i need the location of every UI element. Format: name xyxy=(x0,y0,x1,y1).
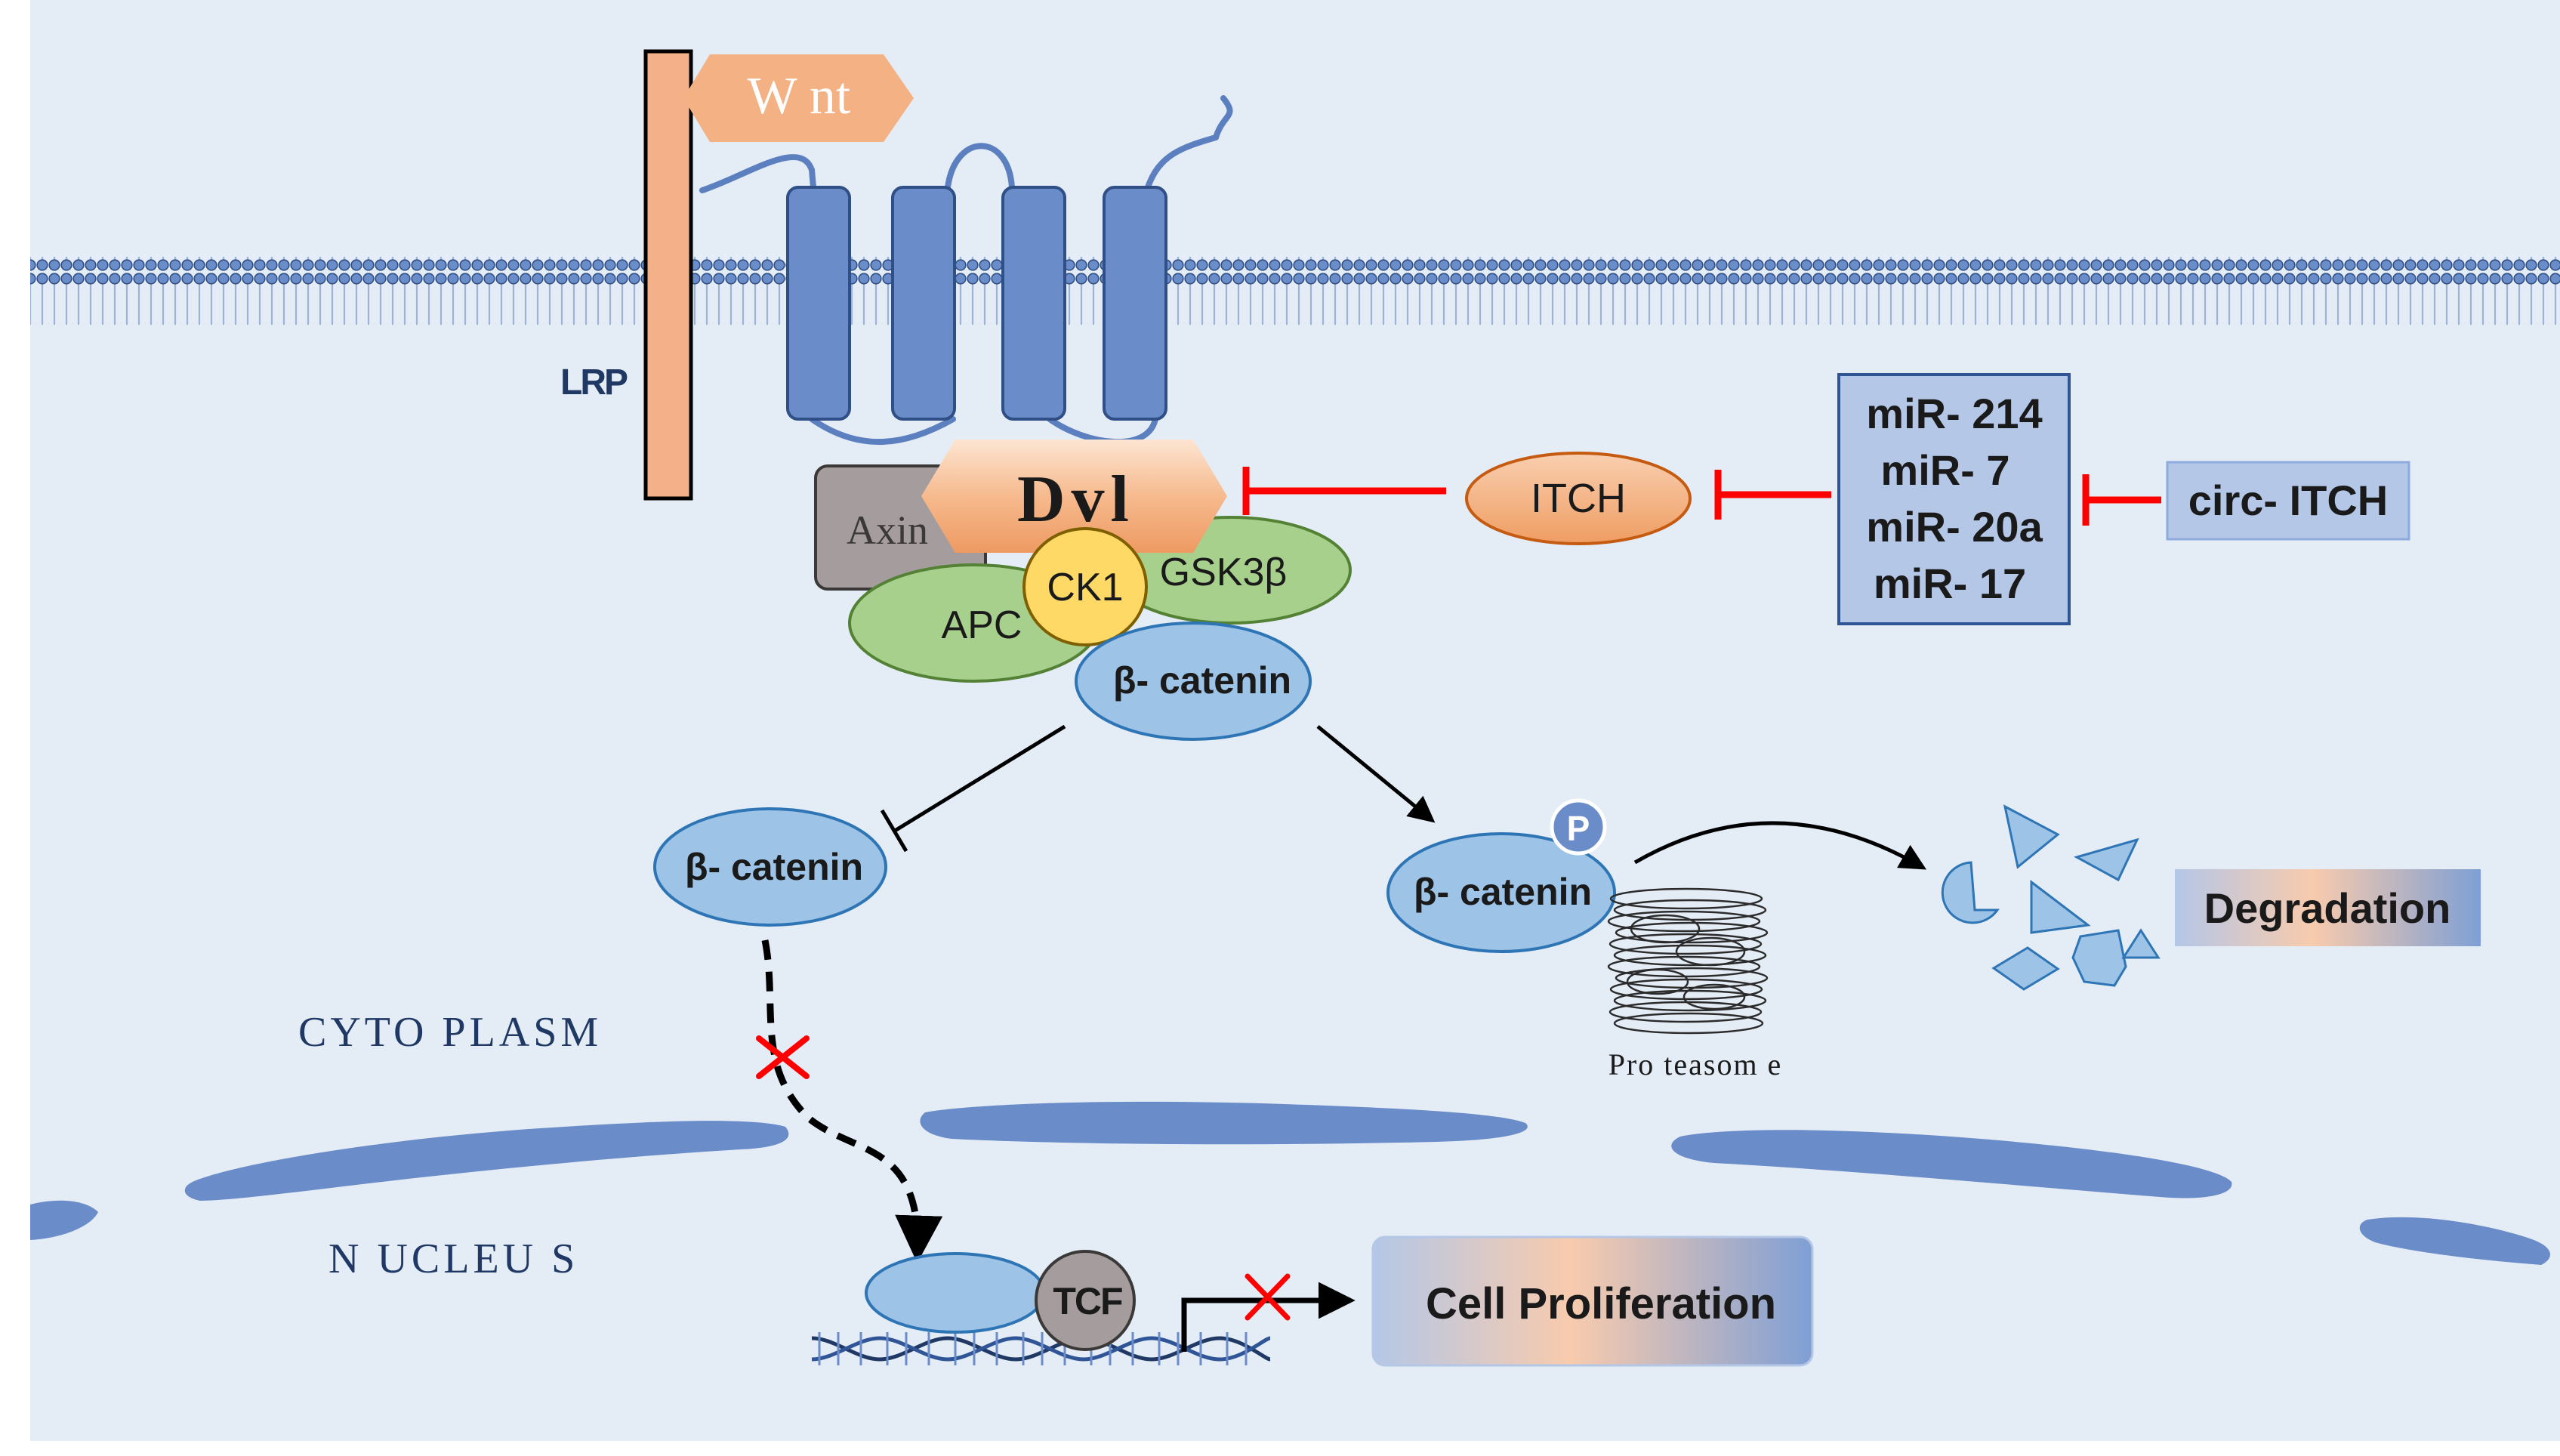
lrp-receptor xyxy=(643,49,693,501)
dna-helix xyxy=(811,1332,1271,1365)
wnt-label: W nt xyxy=(748,67,851,125)
nuclear-envelope xyxy=(30,1101,2550,1265)
cell-proliferation-box xyxy=(1371,1235,1814,1367)
proteasome-label: Pro teasom e xyxy=(1608,1047,1783,1081)
beta-catenin-free-label: β- catenin xyxy=(685,846,863,888)
itch-protein xyxy=(1465,452,1692,545)
circ-itch-label: circ- ITCH xyxy=(2188,477,2389,524)
arrow-to-degradation xyxy=(1633,821,1927,870)
degradation-label: Degradation xyxy=(2204,884,2451,932)
mirna-label-2: miR- 7 xyxy=(1880,446,2009,494)
apc-label: APC xyxy=(942,603,1022,647)
tcf-label: TCF xyxy=(1053,1280,1122,1322)
itch-label: ITCH xyxy=(1531,476,1626,521)
beta-catenin-phospho-label: β- catenin xyxy=(1414,871,1592,913)
phosphate-label: P xyxy=(1567,809,1590,848)
cytoplasm-label: CYTO PLASM xyxy=(298,1009,602,1056)
mirna-box xyxy=(1837,373,2071,625)
beta-catenin-phospho xyxy=(1386,832,1616,953)
frizzled-helices xyxy=(786,186,1167,421)
dvl-protein xyxy=(921,440,1227,553)
block-x-translocation xyxy=(756,1035,810,1079)
mirna-label-1: miR- 214 xyxy=(1866,390,2042,437)
beta-catenin-complex-label: β- catenin xyxy=(1113,659,1291,702)
cell-proliferation-label: Cell Proliferation xyxy=(1426,1279,1776,1328)
phosphate-badge xyxy=(1550,798,1607,856)
blocked-nuclear-translocation xyxy=(761,939,943,1263)
ck1-protein xyxy=(1022,527,1148,646)
circ-itch-box xyxy=(2166,461,2410,541)
mirna-label-3: miR- 20a xyxy=(1866,503,2043,551)
axin-label: Axin xyxy=(847,507,928,553)
cell-membrane xyxy=(30,257,2560,325)
degraded-fragments xyxy=(1941,804,2161,991)
inhibition-complex-to-free-catenin xyxy=(880,724,1066,853)
cell-background xyxy=(30,0,2560,1441)
block-x-transcription xyxy=(1245,1273,1291,1321)
ck1-label: CK1 xyxy=(1047,566,1123,609)
lrp-label: LRP xyxy=(560,362,628,403)
gsk3b-label: GSK3β xyxy=(1160,551,1288,594)
nuclear-beta-catenin xyxy=(865,1252,1046,1334)
inhibition-circ-to-mirna xyxy=(2082,474,2161,526)
degradation-box xyxy=(2175,869,2481,946)
inhibition-mirna-to-itch xyxy=(1714,470,1831,520)
tcf-protein xyxy=(1035,1250,1136,1351)
proteasome-icon xyxy=(1607,887,1769,1035)
beta-catenin-complex xyxy=(1075,622,1312,741)
nucleus-label: N UCLEU S xyxy=(328,1235,578,1282)
mirna-label-4: miR- 17 xyxy=(1874,560,2026,607)
arrow-complex-to-phospho xyxy=(1316,725,1436,823)
dvl-label: Dvl xyxy=(1017,463,1135,536)
inhibition-itch-to-dvl xyxy=(1242,467,1446,515)
wnt-ligand xyxy=(683,54,914,142)
blocked-transcription-arrow xyxy=(1181,1282,1356,1352)
beta-catenin-free xyxy=(653,807,887,927)
